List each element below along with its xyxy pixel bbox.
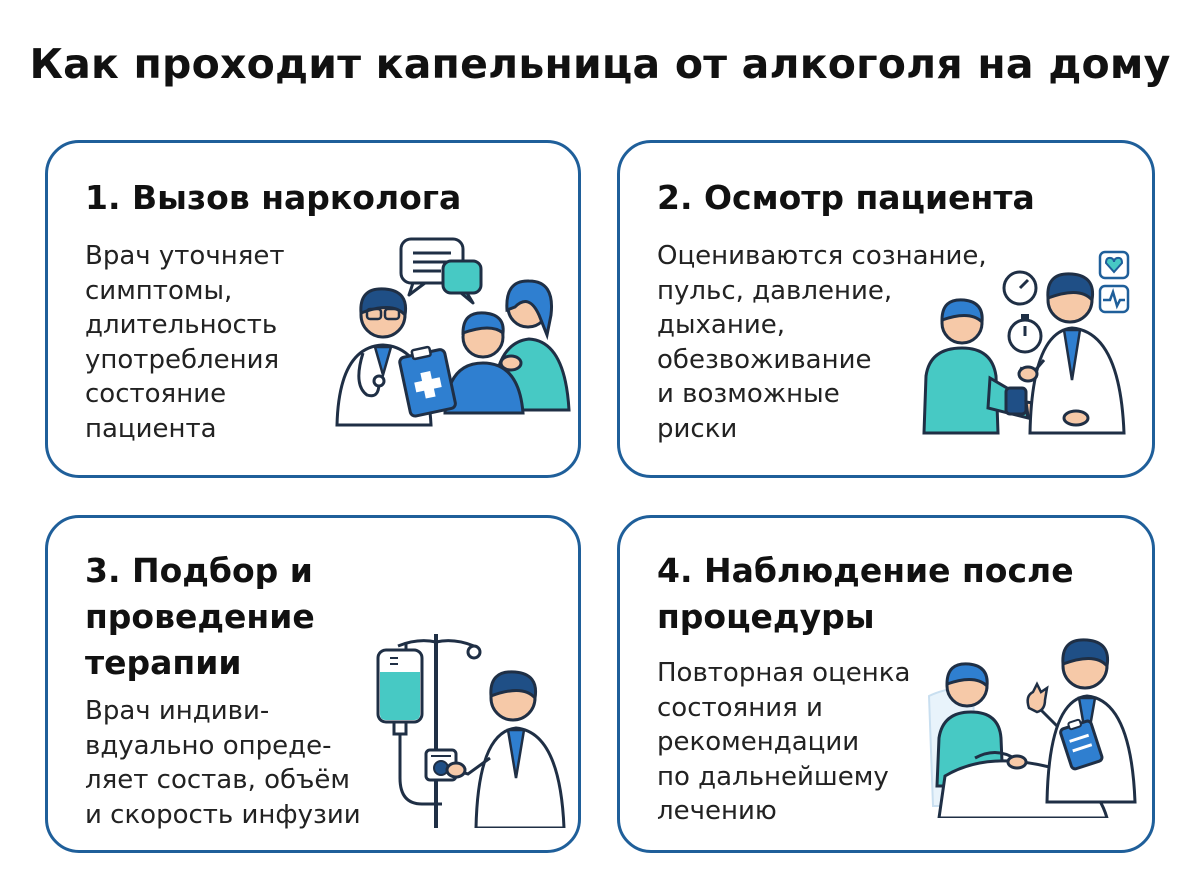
step-description: Оцениваются сознание, пульс, давление, д…: [657, 241, 987, 444]
step-title: 1. Вызов нарколога: [85, 178, 462, 217]
step-card-1: 1. Вызов нарколога Врач уточняет симптом…: [45, 140, 581, 478]
patient-examination-icon: [922, 250, 1130, 435]
step-description: Врач индиви- вдуально опреде- ляет соста…: [85, 696, 361, 830]
step-title: 4. Наблюдение после процедуры: [657, 551, 1074, 636]
page-title: Как проходит капельница от алкоголя на д…: [29, 40, 1171, 88]
iv-drip-icon: [376, 634, 566, 828]
step-card-3: 3. Подбор и проведение терапии Врач инди…: [45, 515, 581, 853]
step-title: 2. Осмотр пациента: [657, 178, 1035, 217]
step-title: 3. Подбор и проведение терапии: [85, 551, 315, 682]
step-card-2: 2. Осмотр пациента Оцениваются сознание,…: [617, 140, 1155, 478]
doctor-consultation-icon: [335, 237, 571, 427]
step-description: Повторная оценка состояния и рекомендаци…: [657, 658, 911, 826]
patient-monitoring-icon: [927, 638, 1137, 818]
step-description: Врач уточняет симптомы, длительность упо…: [85, 241, 285, 444]
step-card-4: 4. Наблюдение после процедуры Повторная …: [617, 515, 1155, 853]
